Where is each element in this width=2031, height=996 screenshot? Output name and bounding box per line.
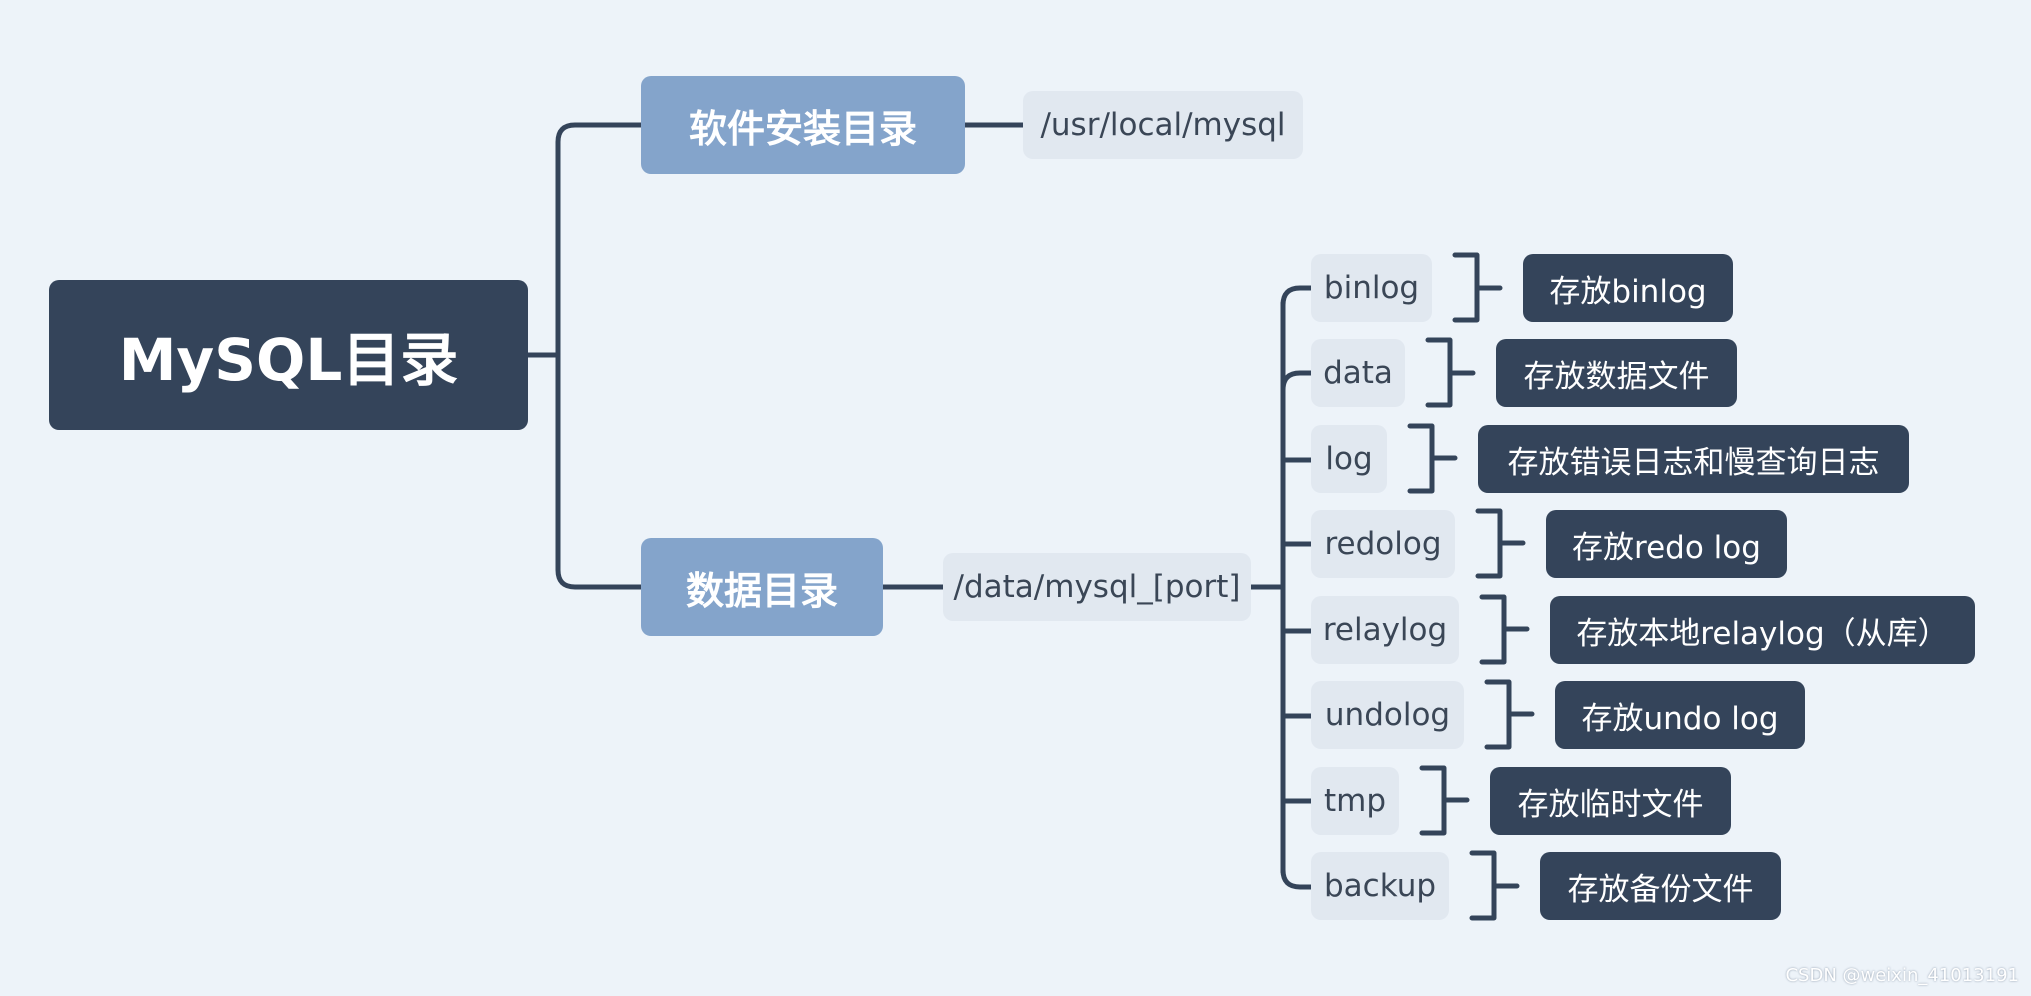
subdir-backup: backup [1311,852,1449,920]
data-path: /data/mysql_[port] [943,553,1251,621]
bracket-tmp [1419,765,1470,836]
subdir-tmp: tmp [1311,767,1399,835]
subdir-binlog: binlog [1311,254,1432,322]
install-path: /usr/local/mysql [1023,91,1303,159]
subdir-desc-data: 存放数据文件 [1496,339,1737,407]
branch-data-dir: 数据目录 [641,538,883,636]
subdir-desc-tmp: 存放临时文件 [1490,767,1731,835]
subdir-undolog: undolog [1311,681,1464,749]
connector-subdir-binlog [1280,285,1314,308]
subdir-data: data [1311,339,1405,407]
subdir-desc-log: 存放错误日志和慢查询日志 [1478,425,1909,493]
connector-subdir-data [1280,370,1314,393]
bracket-backup [1469,850,1520,921]
subdir-relaylog: relaylog [1311,596,1459,664]
connector-branch-data [555,352,644,590]
branch-install-dir: 软件安装目录 [641,76,965,174]
bracket-relaylog [1479,594,1530,665]
connector-branch-install [555,122,644,358]
subdir-desc-undolog: 存放undo log [1555,681,1805,749]
root-node: MySQL目录 [49,280,528,430]
subdir-desc-redolog: 存放redo log [1546,510,1787,578]
subdir-desc-backup: 存放备份文件 [1540,852,1781,920]
subdir-desc-binlog: 存放binlog [1523,254,1733,322]
bracket-data [1425,337,1476,408]
bracket-log [1407,423,1458,494]
subdir-redolog: redolog [1311,510,1455,578]
watermark: CSDN @weixin_41013191 [1785,965,2019,986]
connector-subdir-backup [1280,867,1314,890]
bracket-undolog [1484,679,1535,750]
subdir-log: log [1311,425,1387,493]
subdir-desc-relaylog: 存放本地relaylog（从库） [1550,596,1975,664]
bracket-redolog [1475,508,1526,579]
bracket-binlog [1452,252,1503,323]
